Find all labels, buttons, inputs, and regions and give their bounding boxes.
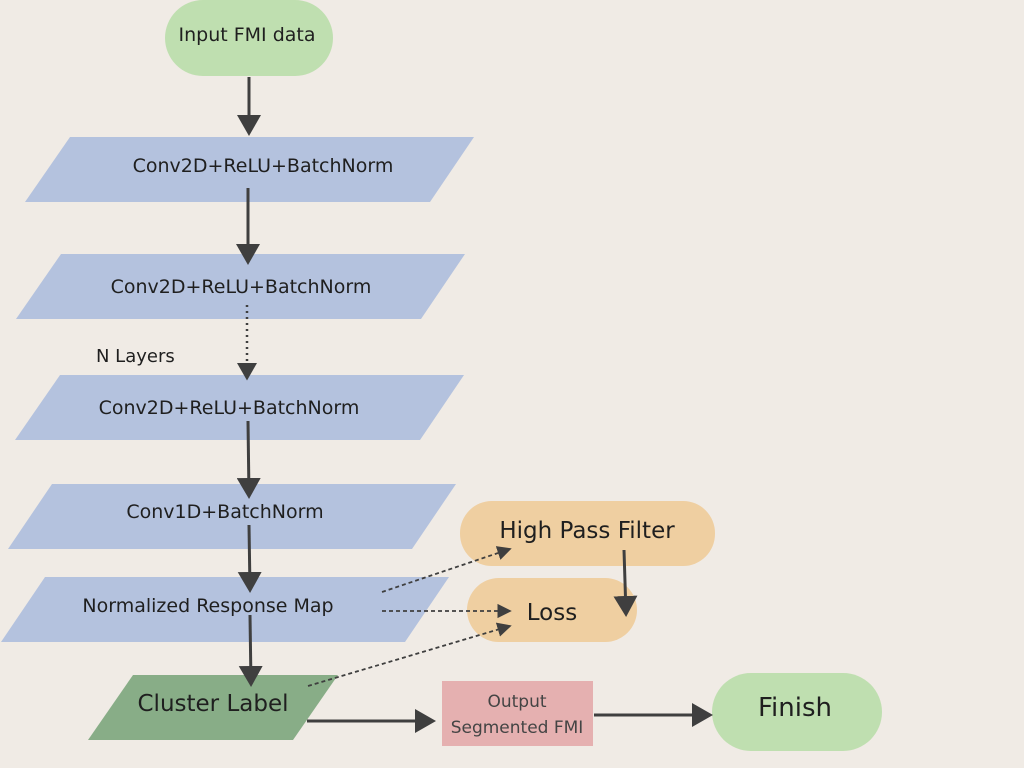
response-map-node: Normalized Response Map <box>1 577 449 642</box>
input-shape <box>165 0 333 76</box>
arrow-response-map-to-cluster-label <box>238 614 263 687</box>
loss-label: Loss <box>527 600 577 626</box>
conv1d-node: Conv1D+BatchNorm <box>8 484 456 549</box>
conv-layer-n-label: Conv2D+ReLU+BatchNorm <box>99 397 360 419</box>
conv-layer-1-node: Conv2D+ReLU+BatchNorm <box>25 137 474 202</box>
cluster-label-text: Cluster Label <box>138 691 289 717</box>
finish-node: Finish <box>712 673 882 751</box>
high-pass-filter-shape <box>460 501 715 566</box>
output-label-line1: Output <box>487 692 546 712</box>
finish-label: Finish <box>758 693 832 723</box>
input-label: Input FMI data <box>179 24 316 46</box>
arrow-high-pass-to-loss <box>613 549 638 617</box>
arrow-response-map-to-high-pass-dashed <box>381 546 512 593</box>
n-layers-label: N Layers <box>96 346 175 367</box>
arrow-cluster-label-to-loss-dashed <box>307 622 512 687</box>
conv-layer-n-shape <box>15 375 464 440</box>
input-node: Input FMI data <box>165 0 333 76</box>
arrow-conv1d-to-response-map <box>237 524 262 593</box>
conv-layer-1-shape <box>25 137 474 202</box>
output-label-line2: Segmented FMI <box>451 718 584 738</box>
finish-shape <box>712 673 882 751</box>
cluster-label-shape <box>88 675 338 740</box>
loss-node: Loss <box>467 578 637 642</box>
high-pass-filter-node: High Pass Filter <box>460 501 715 566</box>
conv-layer-1-label: Conv2D+ReLU+BatchNorm <box>133 155 394 177</box>
conv-layer-n-node: Conv2D+ReLU+BatchNorm <box>15 375 464 440</box>
conv-layer-2-node: Conv2D+ReLU+BatchNorm <box>16 254 465 319</box>
conv-layer-2-shape <box>16 254 465 319</box>
high-pass-filter-label: High Pass Filter <box>499 518 675 544</box>
conv-layer-2-label: Conv2D+ReLU+BatchNorm <box>111 276 372 298</box>
conv1d-shape <box>8 484 456 549</box>
output-node: Output Segmented FMI <box>442 681 593 746</box>
arrow-convn-to-conv1d <box>236 420 261 499</box>
cluster-label-node: Cluster Label <box>88 675 338 740</box>
conv1d-label: Conv1D+BatchNorm <box>126 501 323 523</box>
output-shape <box>442 681 593 746</box>
response-map-shape <box>1 577 449 642</box>
response-map-label: Normalized Response Map <box>82 595 333 617</box>
